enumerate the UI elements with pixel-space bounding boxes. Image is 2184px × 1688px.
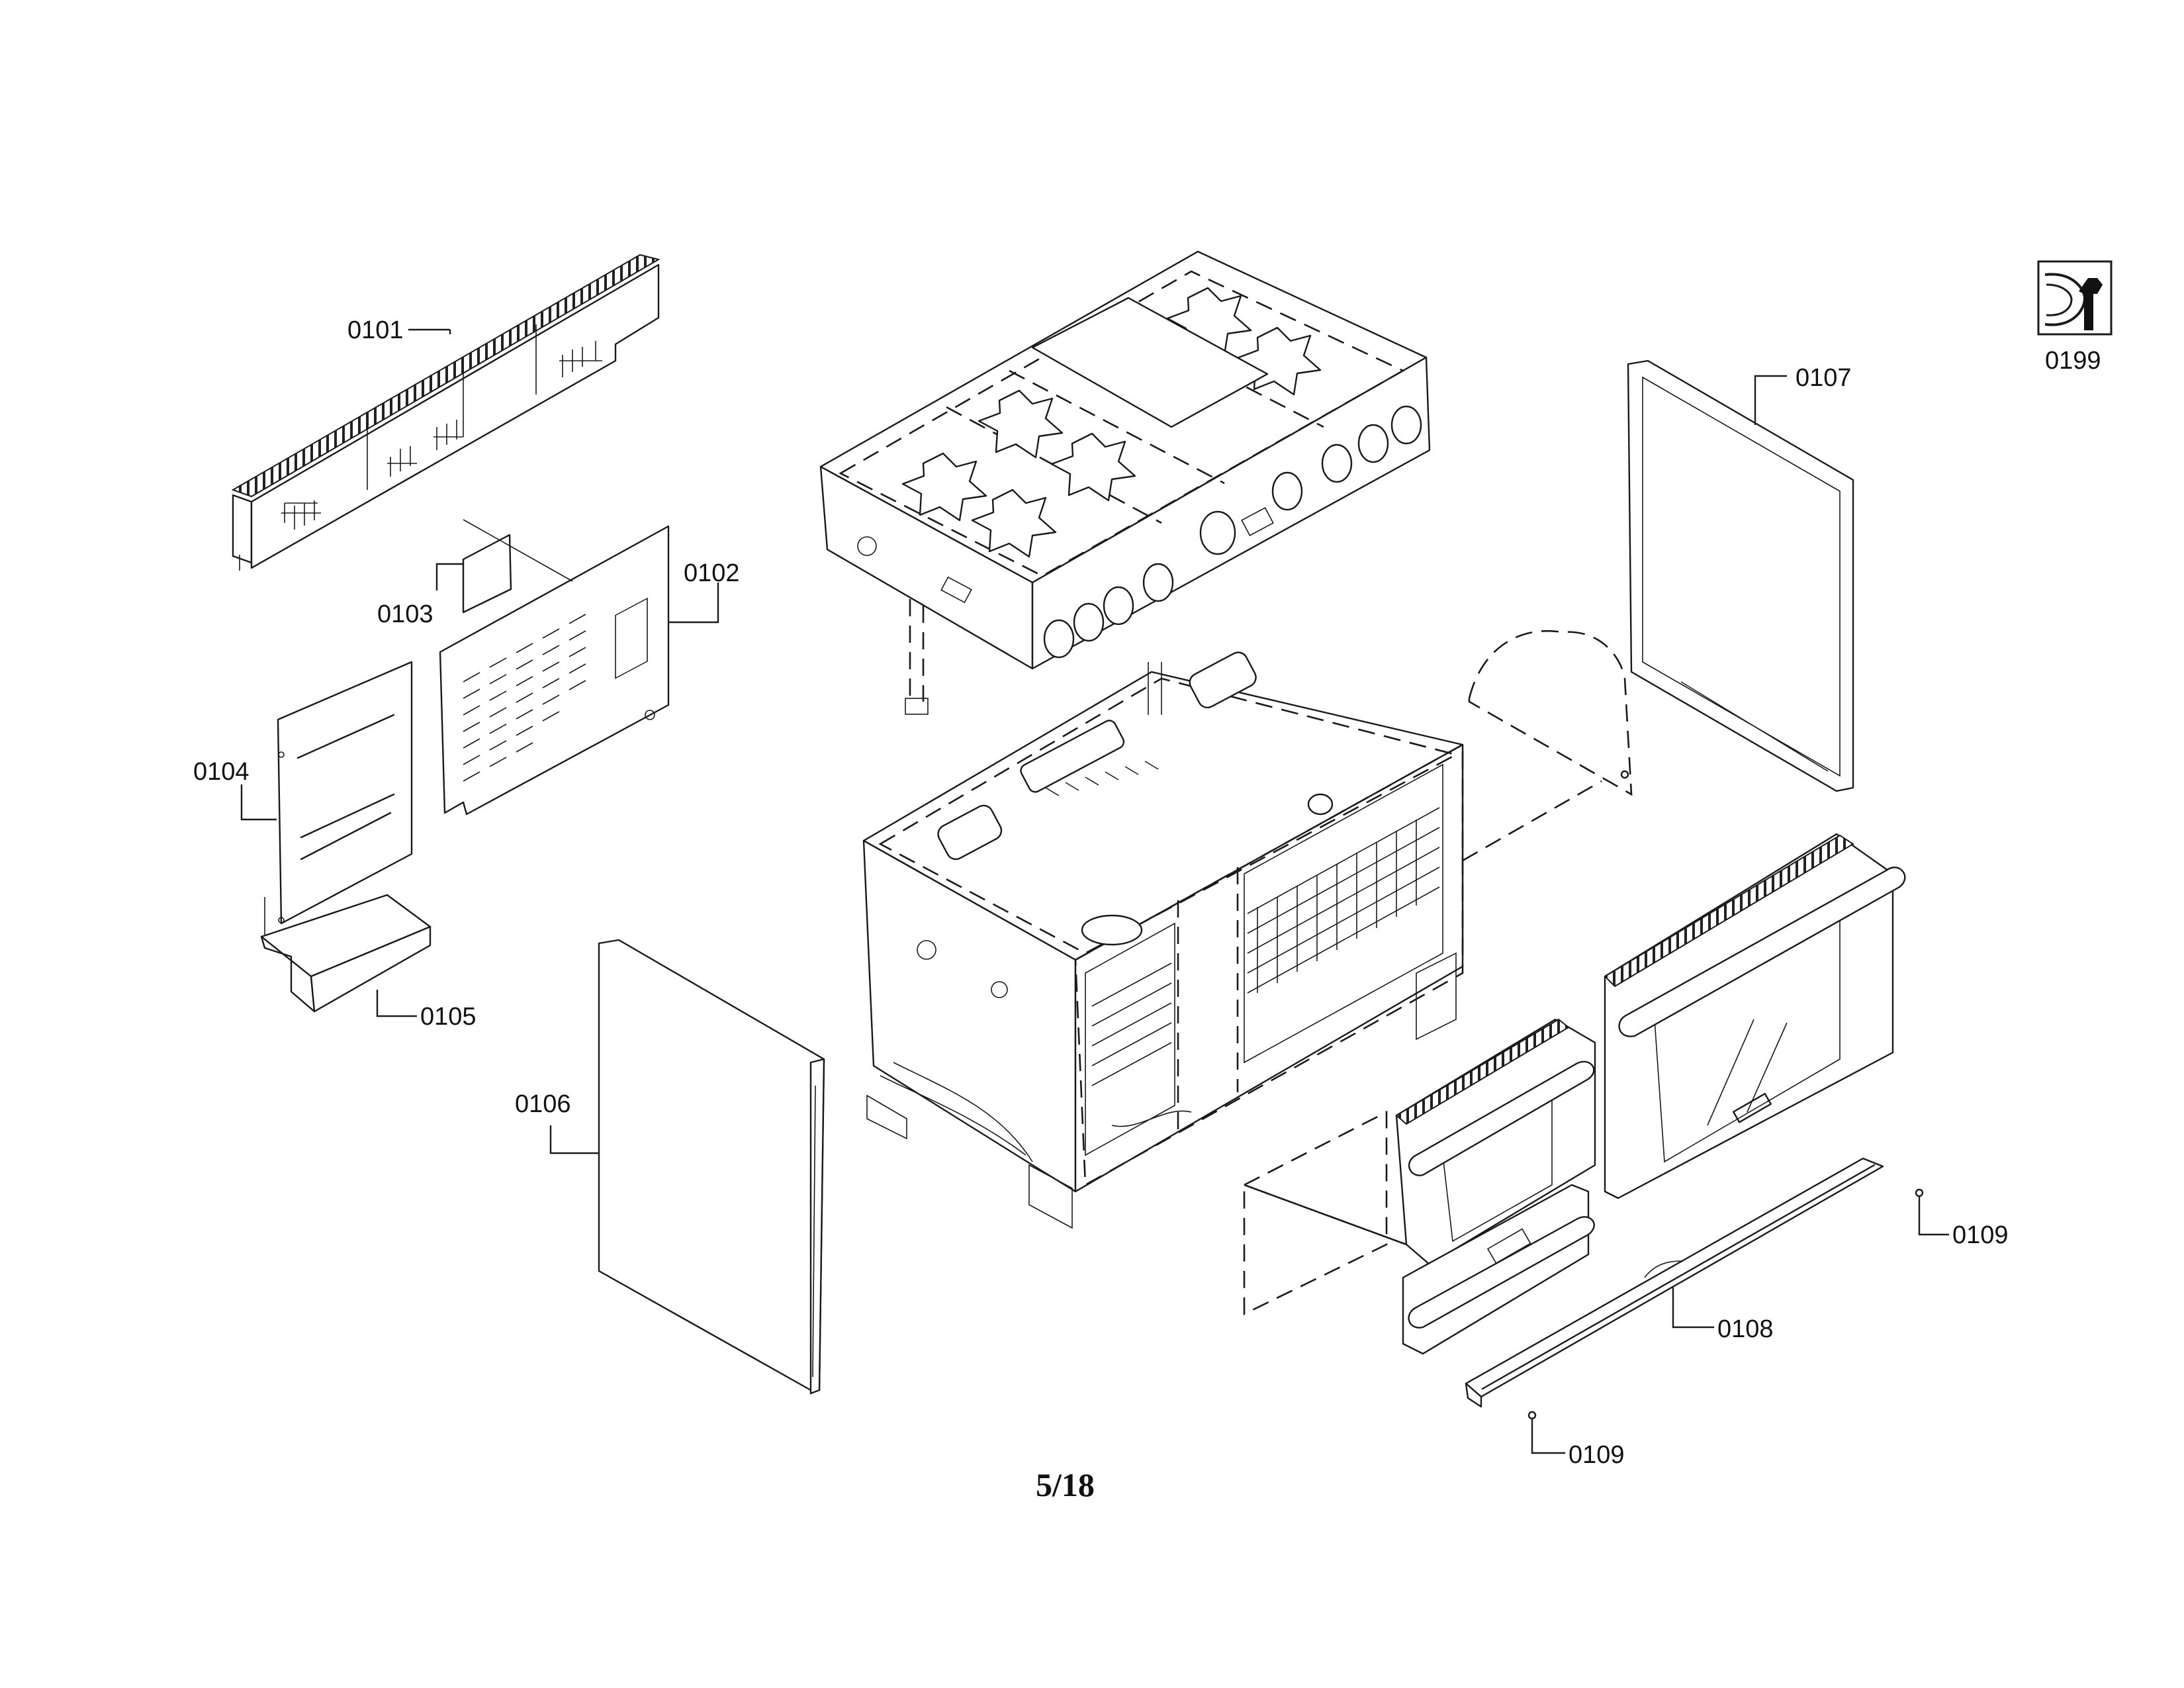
- label-0105: 0105: [420, 1003, 477, 1031]
- label-0109-upper: 0109: [1952, 1221, 2009, 1249]
- cooktop-assembly[interactable]: [819, 250, 1431, 715]
- label-0104: 0104: [193, 758, 250, 786]
- label-0108: 0108: [1717, 1315, 1774, 1343]
- side-bracket-0104[interactable]: [277, 661, 413, 925]
- range-body-assembly[interactable]: [862, 649, 1464, 1229]
- screw-0109-lower[interactable]: [1527, 1411, 1537, 1420]
- label-0103: 0103: [377, 600, 433, 628]
- large-oven-door[interactable]: [1604, 833, 1906, 1199]
- screw-0109-upper[interactable]: [1915, 1188, 1924, 1197]
- warming-drawer[interactable]: [1243, 1110, 1595, 1355]
- label-0107: 0107: [1796, 364, 1852, 392]
- bottom-bracket-0105[interactable]: [260, 894, 432, 1013]
- frame-0107[interactable]: [1627, 359, 1854, 792]
- small-oven-door[interactable]: [1395, 1018, 1596, 1266]
- wrench-icon[interactable]: [2037, 260, 2113, 336]
- rear-panel-0102[interactable]: [439, 525, 670, 816]
- label-0102: 0102: [684, 559, 740, 587]
- label-0109-lower: 0109: [1569, 1441, 1625, 1469]
- page-number: 5/18: [1036, 1466, 1095, 1503]
- backguard-0101[interactable]: [231, 254, 660, 571]
- kick-plate-0108[interactable]: [1465, 1157, 1884, 1408]
- label-0106: 0106: [515, 1090, 571, 1118]
- label-0101: 0101: [347, 316, 404, 344]
- plate-0103[interactable]: [462, 519, 573, 614]
- side-panel-0106[interactable]: [598, 939, 825, 1395]
- label-0199: 0199: [2045, 347, 2101, 375]
